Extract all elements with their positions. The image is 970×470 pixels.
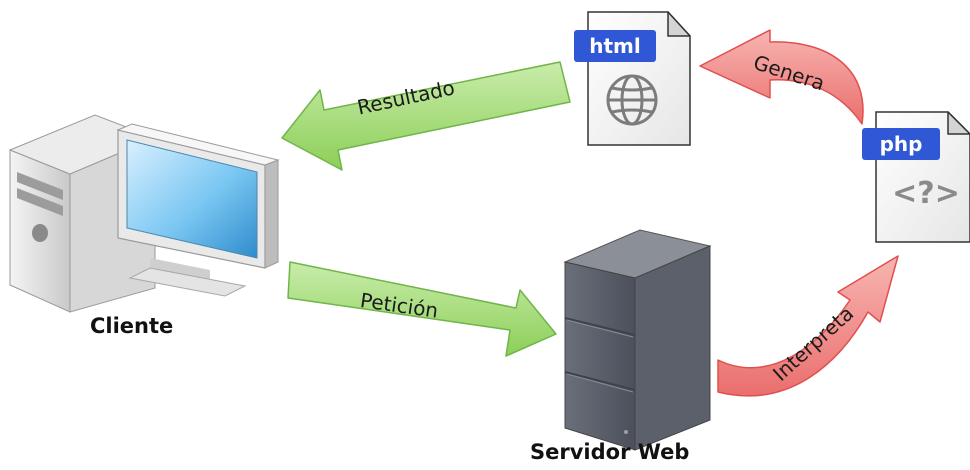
server-label: Servidor Web [530, 440, 690, 464]
php-file-glyph: <?> [892, 176, 960, 211]
arrow-request [287, 261, 557, 357]
client-label: Cliente [90, 314, 174, 338]
arrow-interprets [717, 255, 899, 397]
arrow-generates [699, 29, 864, 125]
client-computer-icon [8, 114, 280, 313]
arrow-result [281, 61, 571, 171]
html-file-tag: html [589, 34, 641, 58]
html-file-icon [574, 11, 691, 146]
php-file-tag: php [879, 132, 923, 156]
php-file-icon [862, 111, 970, 243]
web-server-icon [563, 229, 712, 451]
